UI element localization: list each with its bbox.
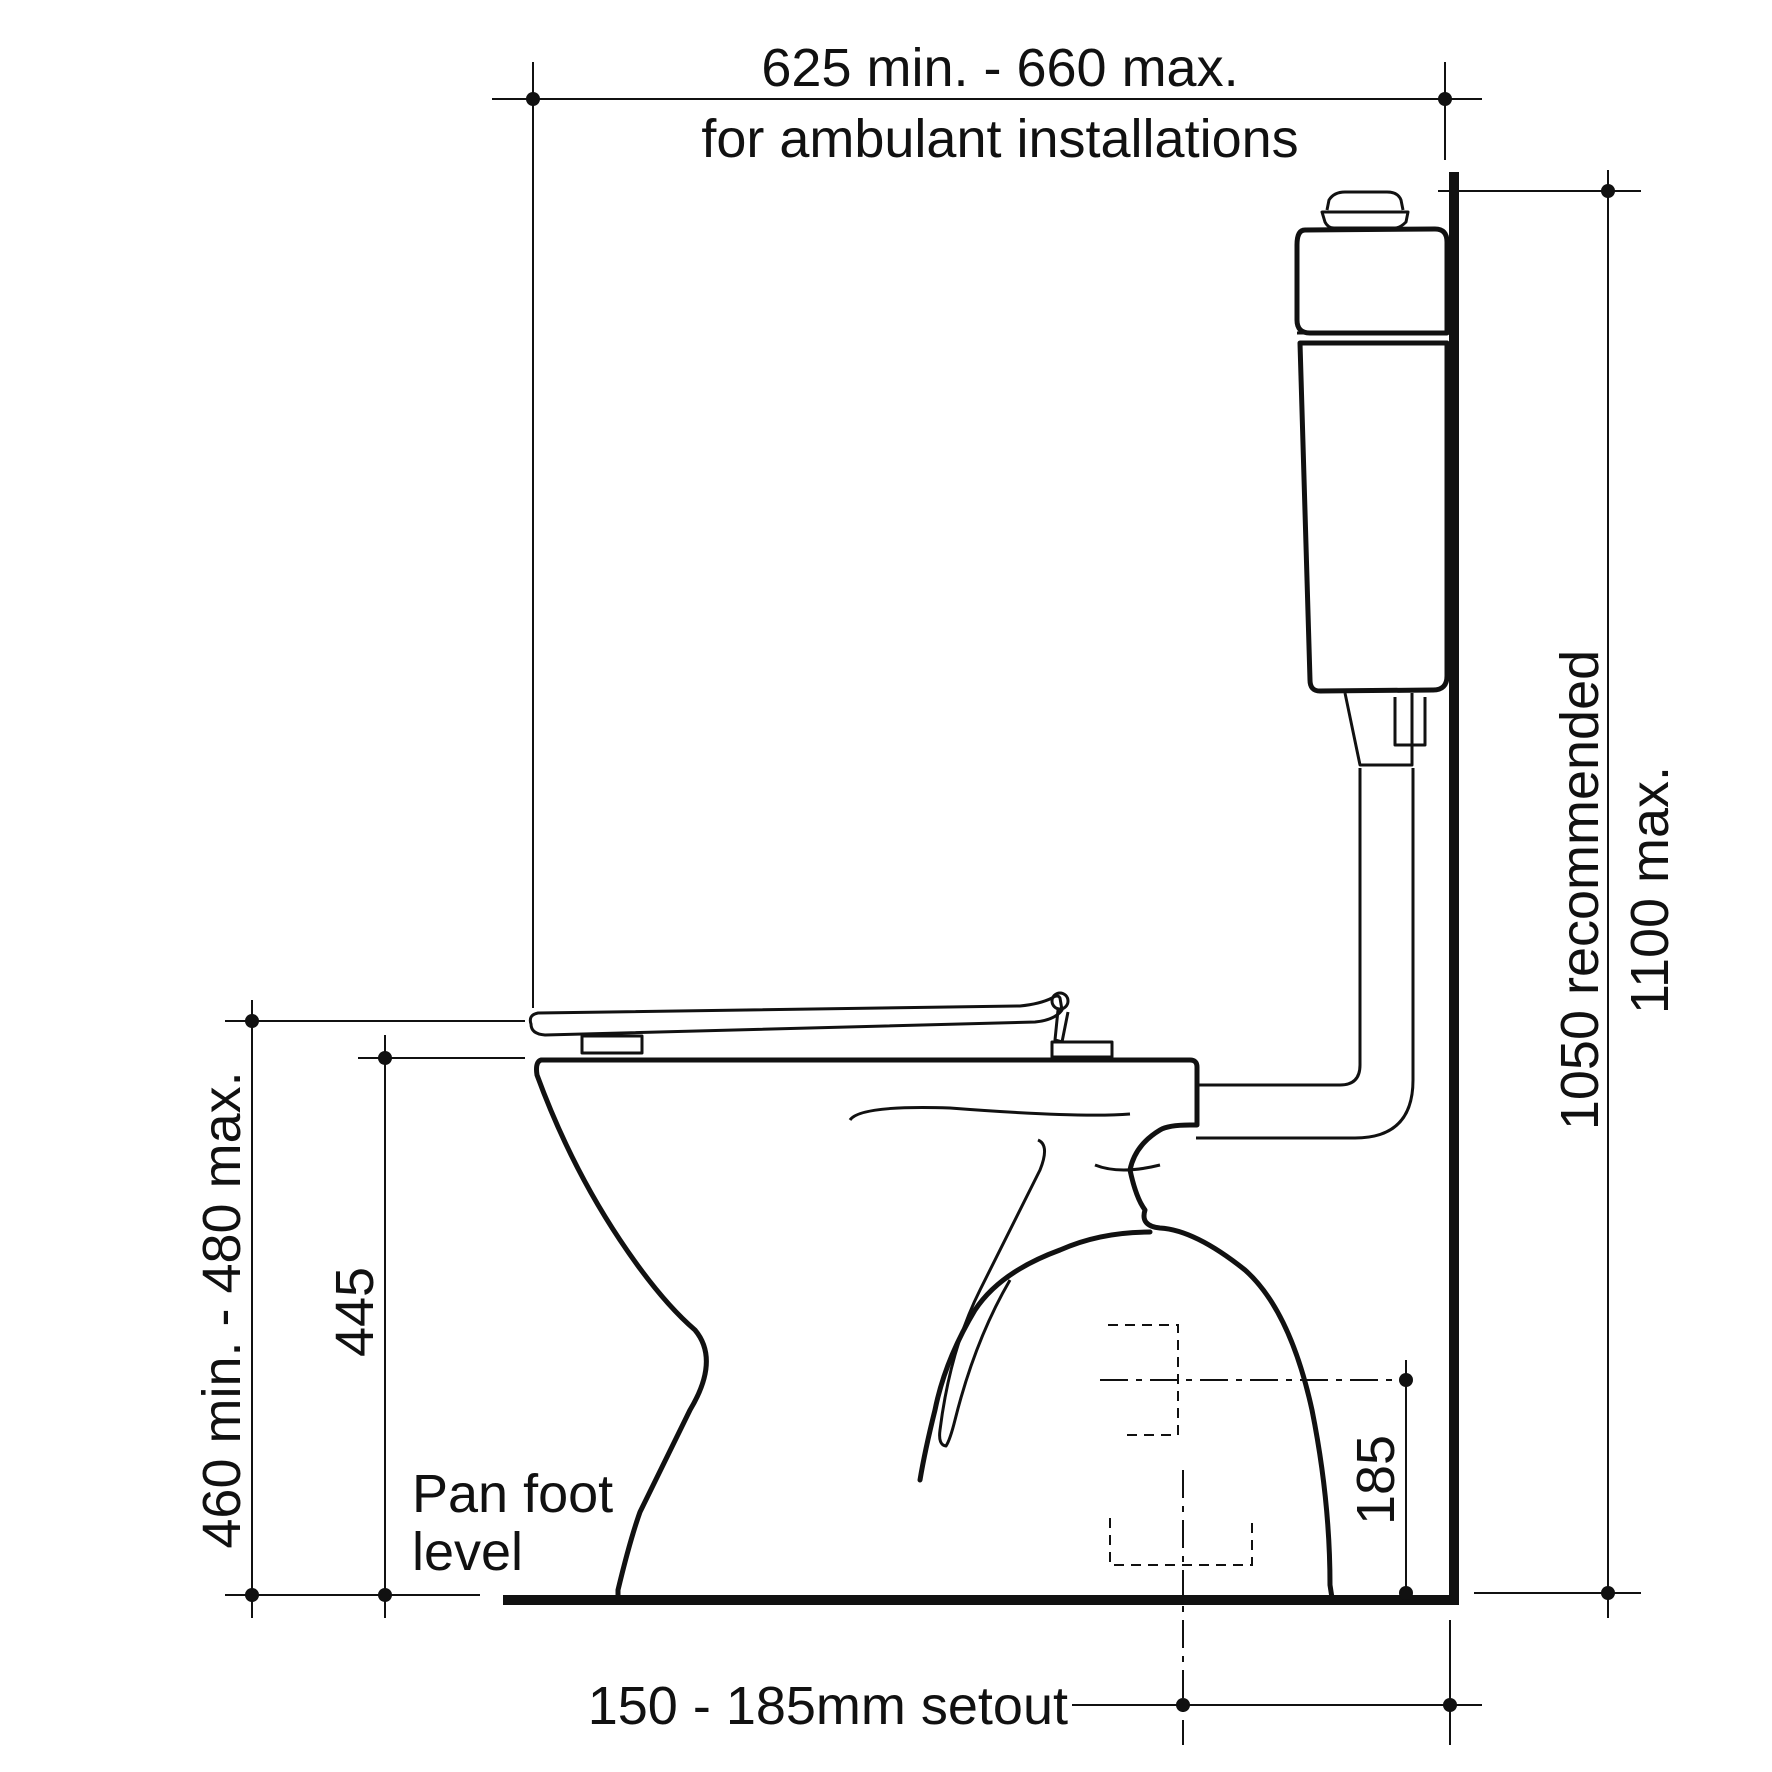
- setout-label: 150 - 185mm setout: [588, 1676, 1068, 1736]
- cistern-height-dimension: 1050 recommended 1100 max.: [1438, 170, 1680, 1618]
- pan-foot-label-2: level: [412, 1522, 523, 1582]
- pan-height-label: 445: [325, 1267, 385, 1357]
- setout-dimension: 150 - 185mm setout: [588, 1620, 1482, 1745]
- outlet-height-dimension: 185: [1346, 1360, 1413, 1600]
- pan-height-dimension: 445: [325, 1035, 525, 1618]
- top-dimension: 625 min. - 660 max. for ambulant install…: [492, 38, 1482, 1008]
- cistern: [1294, 190, 1450, 767]
- pan-foot-label: Pan foot: [412, 1464, 613, 1524]
- flush-pipe: [1196, 768, 1415, 1140]
- top-dimension-label: 625 min. - 660 max.: [761, 38, 1238, 98]
- toilet-seat: [528, 991, 1114, 1059]
- top-dimension-note: for ambulant installations: [701, 109, 1298, 169]
- cistern-height-max: 1100 max.: [1620, 766, 1680, 1014]
- seat-height-dimension: 460 min. - 480 max.: [192, 1000, 525, 1618]
- seat-height-label: 460 min. - 480 max.: [192, 1071, 252, 1548]
- outlet-references: [1100, 1324, 1408, 1745]
- toilet-pan: [534, 1057, 1335, 1601]
- outlet-height-label: 185: [1346, 1435, 1406, 1525]
- cistern-height-label: 1050 recommended: [1550, 650, 1610, 1130]
